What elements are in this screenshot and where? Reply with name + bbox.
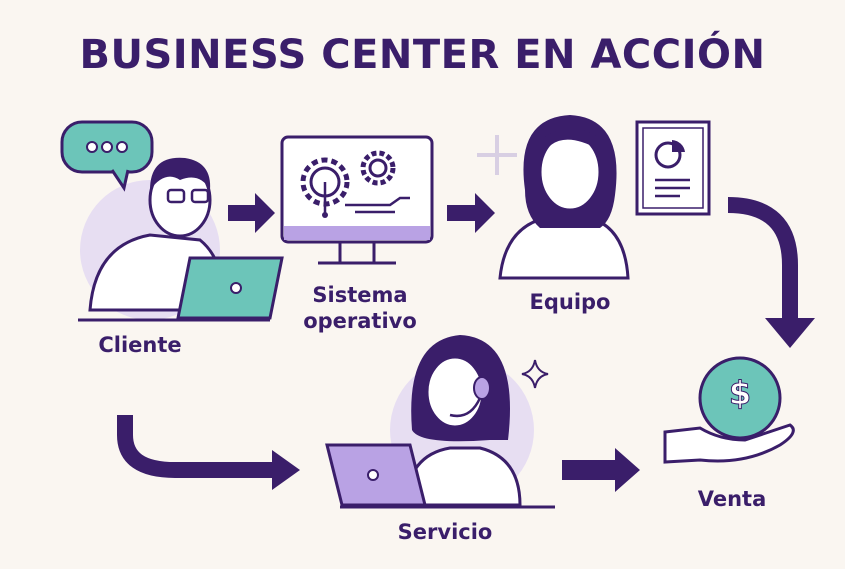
arrow-right-icon bbox=[228, 193, 275, 233]
node-servicio: Servicio bbox=[397, 520, 493, 544]
servicio-illustration bbox=[325, 335, 555, 509]
arrow-right-icon bbox=[562, 448, 640, 492]
curved-arrow-right-icon bbox=[117, 415, 275, 478]
cliente-illustration bbox=[60, 120, 284, 322]
monitor-gears-icon bbox=[280, 135, 434, 265]
report-document-icon bbox=[635, 120, 711, 216]
equipo-illustration bbox=[498, 115, 630, 280]
chat-bubble-icon bbox=[60, 120, 154, 192]
laptop-icon bbox=[176, 256, 284, 320]
node-sistema-line1: Sistema bbox=[312, 283, 408, 307]
node-sistema-line2: operativo bbox=[303, 309, 417, 333]
page-title: BUSINESS CENTER EN ACCIÓN bbox=[79, 32, 766, 78]
plus-icon bbox=[477, 135, 517, 175]
arrow-right-icon bbox=[447, 193, 495, 233]
node-cliente: Cliente bbox=[98, 333, 182, 357]
curved-arrow-down-icon bbox=[727, 197, 798, 320]
laptop-icon bbox=[325, 443, 427, 507]
venta-illustration bbox=[663, 356, 795, 464]
node-venta: Venta bbox=[697, 487, 767, 511]
node-equipo: Equipo bbox=[529, 290, 611, 314]
sparkle-icon bbox=[521, 359, 549, 389]
currency-symbol: $ bbox=[728, 374, 752, 412]
